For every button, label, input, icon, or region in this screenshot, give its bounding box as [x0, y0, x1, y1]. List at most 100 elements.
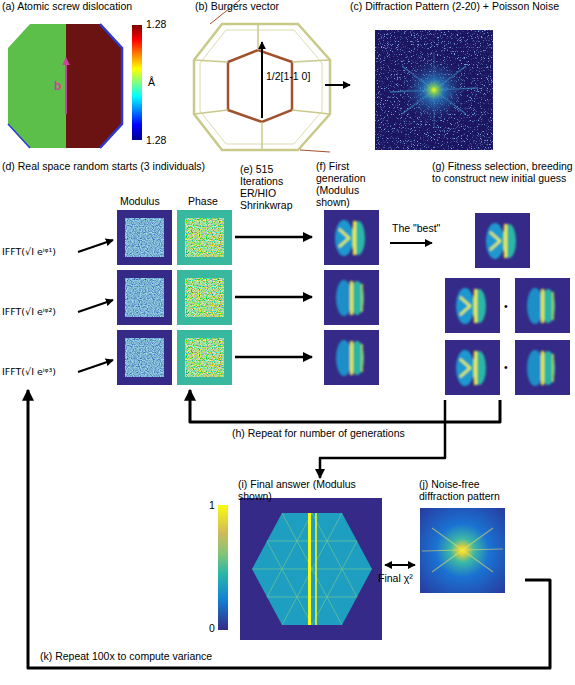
arrow-label: The "best" — [392, 222, 440, 234]
streaks — [390, 52, 478, 128]
arrow-label: Final χ² — [378, 572, 413, 584]
wire-frame — [292, 110, 330, 114]
panel-heading: (f) First generation (Modulus shown) — [312, 160, 390, 208]
phase-image — [177, 270, 232, 325]
figure-panel: (d) Real space random starts (3 individu… — [0, 160, 235, 390]
flow-arrow — [235, 236, 312, 239]
noise-free-diffraction — [420, 508, 505, 593]
red-half — [66, 20, 126, 152]
wire-frame — [257, 24, 259, 50]
arrow-label: (h) Repeat for number of generations — [232, 427, 405, 439]
dislocation-line — [308, 513, 311, 625]
flow-arrow — [325, 84, 350, 86]
image-background — [240, 498, 382, 640]
figure-panel: (i) Final answer (Modulus shown) — [200, 478, 385, 643]
noisy-diffraction — [375, 30, 493, 150]
formula-label: IFFT(√I eⁱᵠ²) — [2, 306, 56, 318]
wire-frame — [300, 150, 330, 152]
pattern-line — [252, 513, 312, 625]
wire-frame — [292, 60, 330, 62]
wire-frame — [200, 30, 322, 144]
reconstruction — [324, 210, 379, 265]
panel-heading: (j) Noise-free diffraction pattern — [415, 478, 525, 502]
figure-panel: (c) Diffraction Pattern (2-20) + Poisson… — [350, 0, 575, 155]
screw-dislocation — [8, 20, 142, 152]
modulus-image — [117, 330, 172, 385]
diffraction-image — [420, 508, 505, 593]
pattern-line — [282, 513, 342, 625]
triangle-pattern — [252, 513, 372, 625]
annotation: Modulus — [120, 195, 160, 207]
annotation: Phase — [188, 195, 218, 207]
modulus-image — [117, 210, 172, 265]
phase-image — [177, 210, 232, 265]
pattern-line — [312, 513, 372, 625]
flow-arrow — [190, 390, 500, 422]
pattern-line — [252, 513, 312, 625]
poisson-speckle — [375, 30, 493, 150]
pattern-line — [252, 597, 372, 598]
panel-heading: (b) Burgers vector — [190, 0, 325, 12]
color-bar — [218, 505, 228, 630]
flow-arrow — [390, 242, 432, 244]
arrow-label: (k) Repeat 100x to compute variance — [40, 650, 212, 662]
flow-arrow — [235, 356, 312, 359]
streak — [432, 528, 493, 572]
reconstruction — [515, 340, 570, 395]
wire-frame — [194, 24, 330, 150]
arrow-label: (e) 515 Iterations ER/HIO Shrinkwrap — [240, 163, 312, 211]
blue-edge — [8, 124, 30, 148]
dislocation-line — [315, 513, 317, 625]
wire-frame — [194, 110, 228, 114]
flow-arrow — [28, 390, 550, 668]
annotation: 1.28 — [146, 18, 166, 30]
color-bar — [132, 25, 142, 140]
burgers-polyhedron — [194, 0, 330, 152]
formula-label: IFFT(√I eⁱᵠ¹) — [2, 246, 56, 258]
phase-image — [177, 330, 232, 385]
streaks — [422, 528, 503, 572]
input-arrow — [78, 300, 113, 312]
panel-heading: (g) Fitness selection, breeding to const… — [432, 160, 575, 184]
slip-plane — [228, 50, 292, 122]
flow-arrow — [320, 400, 445, 478]
reconstruction — [475, 213, 530, 268]
panel-heading: (c) Diffraction Pattern (2-20) + Poisson… — [350, 0, 575, 12]
streak — [432, 528, 493, 572]
input-arrow — [78, 360, 113, 372]
reconstruction — [324, 330, 379, 385]
burgers-vector-arrow — [261, 42, 263, 118]
wire-frame — [261, 122, 263, 150]
figure-panel: (j) Noise-free diffraction pattern — [415, 478, 525, 598]
annotation: 1/2[1-1 0] — [266, 70, 310, 82]
first-generation — [324, 210, 379, 385]
panel-heading: (d) Real space random starts (3 individu… — [0, 160, 235, 172]
formula-label: IFFT(√I eⁱᵠ³) — [2, 366, 56, 378]
panel-heading: (a) Atomic screw dislocation — [0, 0, 185, 12]
input-arrow — [78, 240, 113, 252]
figure-panel: (f) First generation (Modulus shown) — [312, 160, 390, 390]
pattern-line — [252, 541, 372, 542]
reconstruction — [515, 278, 570, 333]
figure-panel: (g) Fitness selection, breeding to const… — [432, 160, 575, 400]
annotation: Å — [148, 76, 155, 88]
final-answer — [218, 498, 382, 640]
breeding — [445, 213, 570, 395]
annotation: b — [54, 80, 61, 92]
annotation: 1 — [209, 499, 215, 511]
annotation: • — [504, 361, 508, 373]
flow-arrow — [385, 564, 415, 566]
random-starts — [78, 210, 232, 385]
annotation: 0 — [209, 622, 215, 634]
burgers-arrow — [65, 58, 67, 114]
wire-frame — [194, 60, 228, 62]
reconstruction — [445, 340, 500, 395]
annotation: • — [504, 300, 508, 312]
modulus-image — [117, 270, 172, 325]
blue-edge — [100, 24, 122, 148]
pattern-line — [282, 513, 342, 625]
annotation: 1.28 — [146, 134, 166, 146]
reconstruction — [324, 270, 379, 325]
